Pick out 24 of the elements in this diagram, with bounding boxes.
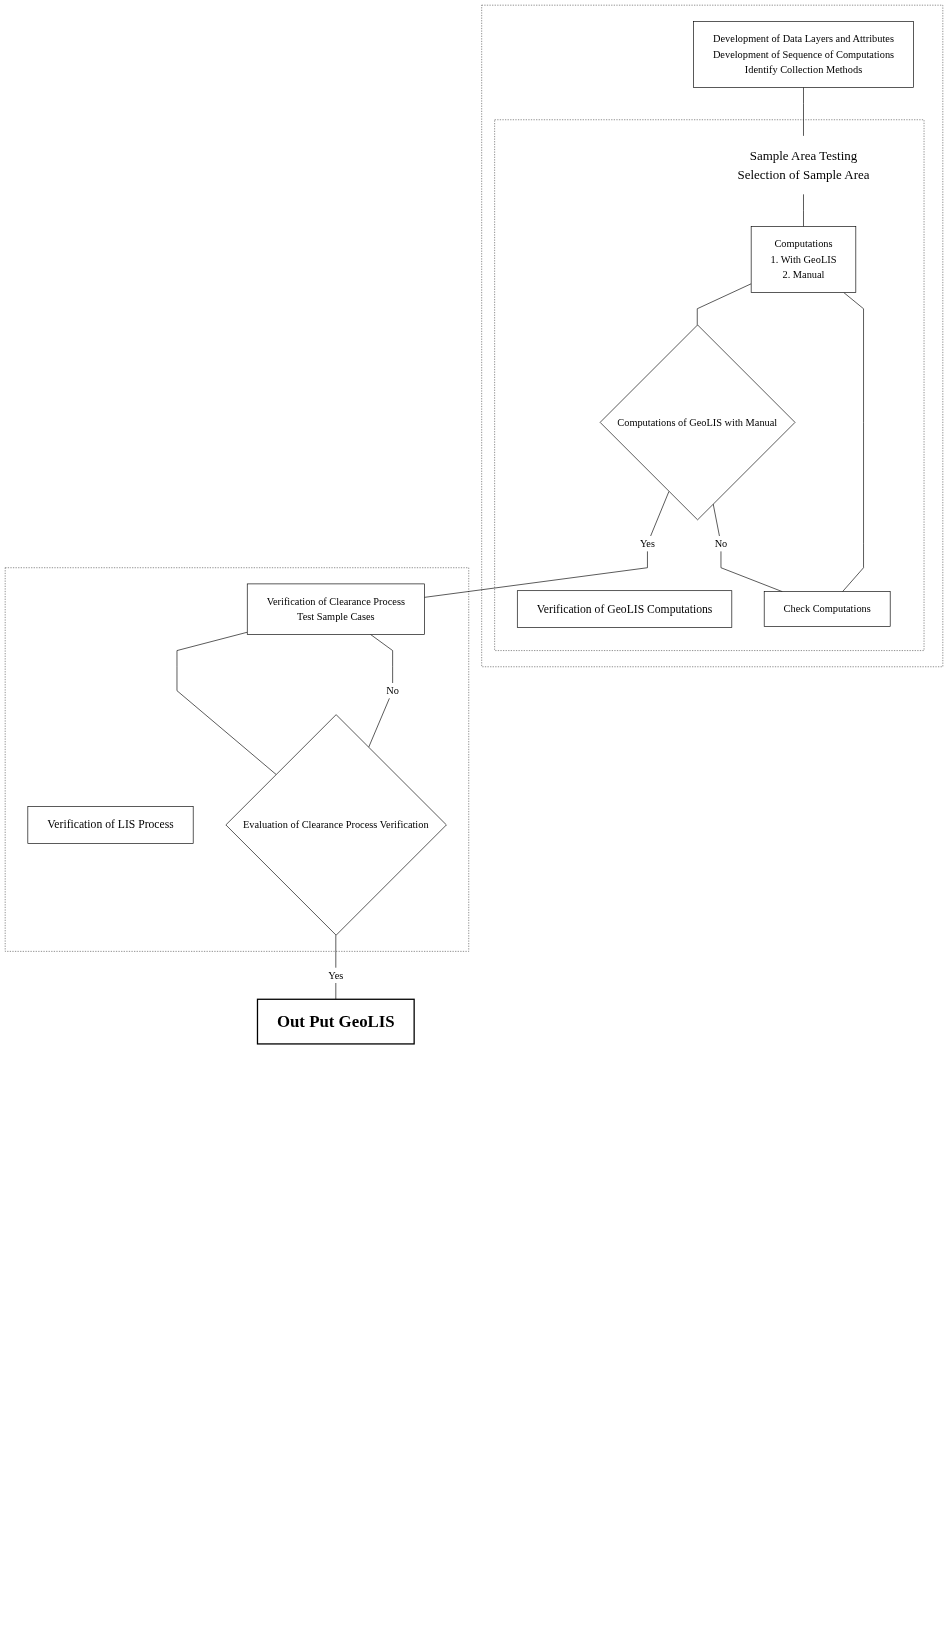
node-box: Out Put GeoLIS xyxy=(256,998,415,1045)
cluster xyxy=(4,567,470,952)
node-diamond: Evaluation of Clearance Process Verification xyxy=(225,714,447,936)
node-box: Development of Data Layers and Attributes Development of Sequence of Computations Identify Collection Methods xyxy=(693,21,914,88)
node-box: Verification of GeoLIS Computations xyxy=(516,590,733,628)
node-text: Sample Area Testing Selection of Sample Area xyxy=(737,148,870,182)
node-box: Verification of LIS Process xyxy=(27,806,194,844)
connector xyxy=(842,292,864,592)
edge-label: Yes xyxy=(639,537,655,549)
node-box: Computations 1. With GeoLIS 2. Manual xyxy=(750,226,857,293)
connector xyxy=(803,193,804,227)
connector xyxy=(368,634,393,748)
edge-label: No xyxy=(386,684,399,696)
node-box: Verification of Clearance Process Test Sample Cases xyxy=(246,583,425,635)
connector xyxy=(176,631,277,775)
connector xyxy=(335,934,337,1000)
node-diamond: Computations of GeoLIS with Manual xyxy=(599,324,796,521)
node-box: Check Computations xyxy=(763,591,891,627)
edge-label: Yes xyxy=(328,969,344,981)
connector xyxy=(803,87,804,137)
connector xyxy=(424,491,670,598)
edge-label: No xyxy=(714,537,728,549)
cluster xyxy=(494,119,925,651)
cluster xyxy=(481,4,944,668)
